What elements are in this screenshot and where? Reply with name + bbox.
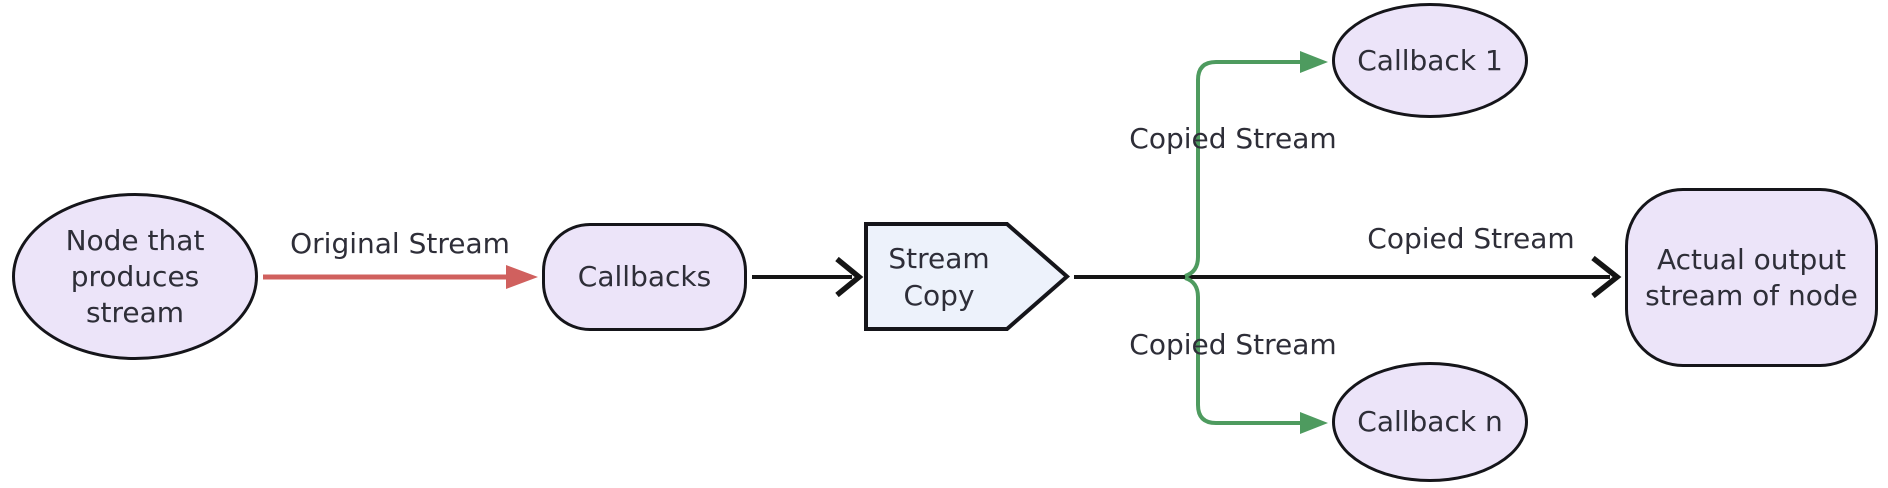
edge-copied-stream-top-arrowhead	[1300, 51, 1328, 73]
edge-callbacks-to-copy-arrowhead	[835, 256, 864, 298]
node-actual-output: Actual output stream of node	[1625, 188, 1878, 367]
node-stream-copy-shape	[864, 222, 1071, 331]
node-callbacks-label: Callbacks	[577, 260, 712, 293]
node-actual-output-label-line1: Actual output	[1657, 242, 1846, 276]
node-actual-output-label-line2: stream of node	[1645, 278, 1858, 312]
edge-label-original-stream: Original Stream	[290, 227, 510, 260]
edge-original-stream-arrowhead	[506, 265, 538, 289]
node-producer-label-line3: stream	[85, 295, 185, 329]
edge-label-copied-stream-top: Copied Stream	[1129, 122, 1337, 155]
node-stream-copy-label-line1: Stream	[888, 241, 990, 275]
node-callback-1-label: Callback 1	[1357, 43, 1503, 77]
node-producer: Node that produces stream	[12, 193, 258, 360]
node-stream-copy-label: Stream Copy	[866, 223, 1012, 330]
edge-copied-stream-bottom-arrowhead	[1300, 412, 1328, 434]
node-callback-n: Callback n	[1332, 362, 1528, 482]
node-producer-label-line1: Node that	[65, 223, 205, 257]
edge-copied-stream-top-line	[1184, 60, 1301, 278]
node-stream-copy-label-line2: Copy	[903, 278, 975, 312]
node-callback-1: Callback 1	[1332, 3, 1528, 118]
edge-label-copied-stream-right: Copied Stream	[1367, 222, 1575, 255]
edge-copied-stream-right-arrowhead	[1591, 255, 1622, 299]
edge-label-copied-stream-bottom: Copied Stream	[1129, 328, 1337, 361]
node-callback-n-label: Callback n	[1357, 405, 1503, 438]
node-producer-label-line2: produces	[70, 259, 200, 293]
edge-copied-stream-bottom-line	[1184, 276, 1301, 425]
node-callbacks: Callbacks	[542, 223, 747, 331]
